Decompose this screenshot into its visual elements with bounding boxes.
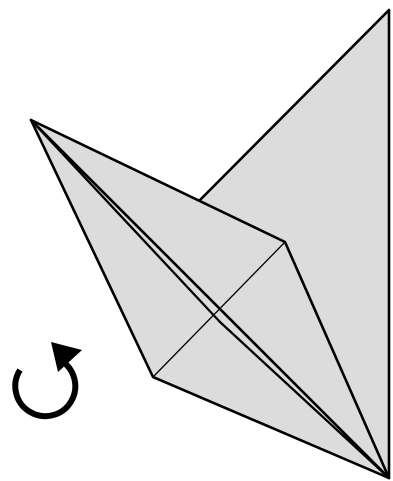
rotate-counterclockwise-arrow-icon	[15, 342, 82, 416]
